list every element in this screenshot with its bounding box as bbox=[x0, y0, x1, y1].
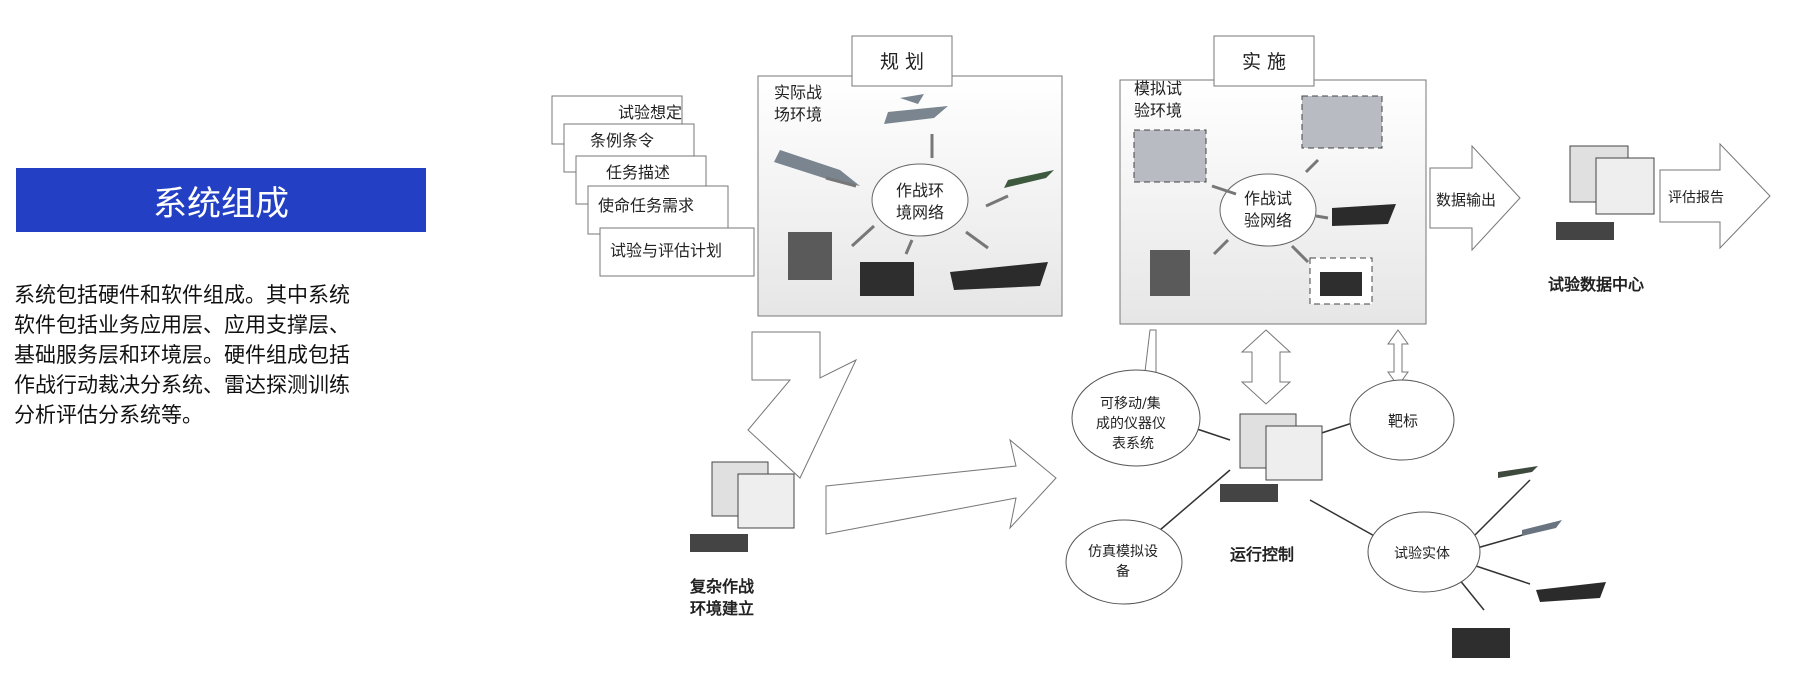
node-label: 靶标 bbox=[1388, 412, 1418, 430]
node-label: 表系统 bbox=[1112, 436, 1154, 452]
network-lines bbox=[1159, 413, 1541, 611]
complex-env-label: 复杂作战 bbox=[689, 577, 754, 596]
doc-label: 条例条令 bbox=[590, 131, 654, 150]
implementation-hub-label: 作战试 bbox=[1244, 189, 1292, 208]
double-arrow bbox=[1304, 158, 1320, 174]
node-label: 备 bbox=[1116, 563, 1130, 580]
simulated-aircraft-box bbox=[1133, 129, 1207, 183]
description-line: 作战行动裁决分系统、雷达探测训练 bbox=[14, 373, 350, 397]
doc-label: 使命任务需求 bbox=[598, 196, 694, 215]
planning-tab bbox=[851, 35, 953, 87]
planning-env-label: 实际战 bbox=[774, 83, 822, 102]
implementation-tab-label: 实 施 bbox=[1242, 51, 1286, 73]
operation-control-label: 运行控制 bbox=[1230, 545, 1294, 564]
node-label: 试验实体 bbox=[1394, 546, 1450, 562]
doc-card bbox=[599, 227, 755, 277]
vertical-arrow bbox=[1240, 329, 1292, 405]
node-instrument: 可移动/集 成的仪器仪 表系统 bbox=[1071, 369, 1201, 467]
operation-control: 运行控制 bbox=[1220, 413, 1323, 564]
flow-arrow bbox=[747, 331, 858, 479]
planning-hub-label: 境网络 bbox=[896, 203, 944, 222]
flow-arrow bbox=[825, 438, 1057, 535]
complex-env-node: 复杂作战 环境建立 bbox=[689, 461, 795, 618]
drone-icon bbox=[1498, 466, 1538, 478]
radar-tower-icon bbox=[788, 232, 832, 280]
double-arrow bbox=[1290, 244, 1310, 264]
data-center: 试验数据中心 bbox=[1548, 145, 1655, 294]
implementation-env-label: 模拟试 bbox=[1134, 79, 1182, 98]
radar-tower-icon bbox=[1150, 250, 1190, 296]
planning-hub-label: 作战环 bbox=[896, 181, 944, 200]
planning-panel: 规 划 实际战 场环境 作战环 境网络 bbox=[757, 35, 1063, 317]
drone-icon bbox=[1004, 170, 1054, 188]
ship-icon bbox=[1332, 204, 1396, 226]
implementation-hub bbox=[1219, 173, 1317, 247]
computer-icon bbox=[737, 473, 795, 529]
aircraft-icon bbox=[1522, 520, 1562, 536]
double-arrow bbox=[1315, 214, 1329, 220]
keyboard-icon bbox=[1220, 484, 1278, 502]
node-test-entity: 试验实体 bbox=[1367, 511, 1481, 593]
implementation-hub-label: 验网络 bbox=[1244, 211, 1292, 230]
node-label: 仿真模拟设 bbox=[1088, 544, 1158, 560]
description-line: 分析评估分系统等。 bbox=[14, 403, 203, 427]
vehicle-icon bbox=[1320, 272, 1362, 296]
simulated-drone-box bbox=[1301, 95, 1383, 149]
computer-icon bbox=[1595, 157, 1655, 215]
ship-icon bbox=[1536, 582, 1606, 602]
planning-env-label: 场环境 bbox=[774, 105, 822, 124]
vehicle-icon bbox=[1452, 628, 1510, 658]
computer-icon bbox=[1265, 425, 1323, 481]
double-arrow bbox=[985, 194, 1009, 208]
report-arrow: 评估报告 bbox=[1659, 142, 1771, 250]
double-arrow bbox=[904, 239, 914, 255]
doc-label: 试验与评估计划 bbox=[610, 241, 722, 260]
node-target: 靶标 bbox=[1349, 379, 1455, 461]
implementation-env-label: 验环境 bbox=[1134, 101, 1182, 120]
double-arrow bbox=[825, 176, 857, 188]
data-output-label: 数据输出 bbox=[1436, 191, 1496, 209]
doc-label: 试验想定 bbox=[618, 103, 682, 122]
keyboard-icon bbox=[690, 534, 748, 552]
system-diagram: 试验想定 条例条令 任务描述 使命任务需求 试验与评估计划 规 划 实际战 场环… bbox=[540, 0, 1815, 681]
implementation-panel: 实 施 模拟试 验环境 作战试 验网络 bbox=[1119, 35, 1427, 325]
double-arrow bbox=[850, 224, 876, 248]
description-line: 系统包括硬件和软件组成。其中系统 bbox=[14, 283, 350, 307]
planning-hub bbox=[871, 163, 969, 237]
awacs-plane-icon bbox=[884, 94, 948, 124]
vertical-arrow bbox=[1387, 329, 1409, 387]
node-label: 可移动/集 bbox=[1100, 395, 1161, 412]
section-title-text: 系统组成 bbox=[153, 183, 289, 224]
description: 系统包括硬件和软件组成。其中系统 软件包括业务应用层、应用支撑层、 基础服务层和… bbox=[14, 280, 424, 430]
complex-env-label: 环境建立 bbox=[690, 599, 754, 618]
node-label: 成的仪器仪 bbox=[1096, 416, 1166, 432]
keyboard-icon bbox=[1556, 222, 1614, 240]
planning-tab-label: 规 划 bbox=[880, 51, 924, 73]
doc-card bbox=[587, 185, 729, 235]
description-line: 软件包括业务应用层、应用支撑层、 bbox=[14, 313, 350, 337]
description-line: 基础服务层和环境层。硬件组成包括 bbox=[14, 343, 350, 367]
ship-icon bbox=[950, 262, 1048, 290]
document-stack: 试验想定 条例条令 任务描述 使命任务需求 试验与评估计划 bbox=[551, 95, 755, 277]
double-arrow bbox=[1211, 184, 1237, 196]
data-output-arrow: 数据输出 bbox=[1429, 144, 1521, 252]
node-sim-equipment: 仿真模拟设 备 bbox=[1065, 519, 1183, 605]
fighter-jet-icon bbox=[774, 150, 860, 186]
doc-label: 任务描述 bbox=[606, 163, 670, 182]
report-label: 评估报告 bbox=[1668, 190, 1724, 206]
double-arrow bbox=[1212, 238, 1230, 256]
section-title: 系统组成 bbox=[16, 168, 426, 232]
vehicle-icon bbox=[860, 262, 914, 296]
double-arrow bbox=[965, 230, 989, 250]
data-center-label: 试验数据中心 bbox=[1548, 275, 1644, 294]
implementation-tab bbox=[1213, 35, 1315, 87]
